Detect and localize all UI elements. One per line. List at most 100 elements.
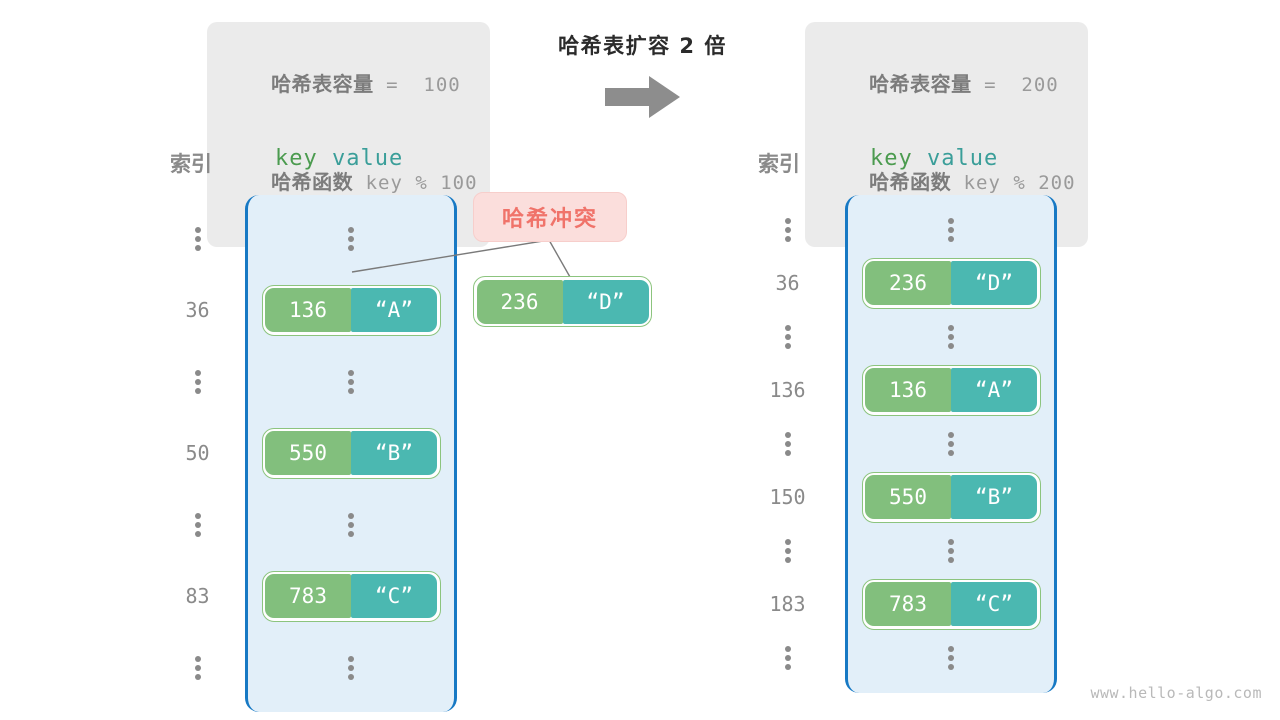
bucket-ellipsis — [248, 346, 454, 418]
value-cell: “B” — [951, 475, 1037, 520]
table-row: 783“C” — [248, 561, 454, 633]
index-label: 183 — [769, 592, 806, 617]
bucket-ellipsis — [848, 524, 1054, 578]
vertical-ellipsis-icon — [348, 224, 354, 254]
colliding-pair: 236 “D” — [473, 276, 652, 327]
key-cell: 550 — [265, 431, 351, 476]
index-ellipsis — [150, 203, 245, 275]
capacity-line-after: 哈希表容量 = 200 — [831, 36, 1062, 134]
key-value-pair: 783“C” — [861, 578, 1041, 630]
bucket-ellipsis — [248, 489, 454, 561]
index-ellipsis — [740, 417, 835, 471]
key-cell: 783 — [265, 574, 351, 619]
bucket-ellipsis — [848, 310, 1054, 364]
vertical-ellipsis-icon — [948, 429, 954, 459]
index-label: 83 — [185, 584, 210, 609]
value-cell: “A” — [951, 368, 1037, 413]
key-cell: 236 — [476, 279, 563, 324]
vertical-ellipsis-icon — [348, 367, 354, 397]
transition-title: 哈希表扩容 2 倍 — [558, 34, 727, 58]
value-cell: “C” — [951, 582, 1037, 627]
vertical-ellipsis-icon — [784, 643, 791, 673]
key-cell: 550 — [865, 475, 951, 520]
index-ellipsis — [150, 632, 245, 704]
watermark: www.hello-algo.com — [1090, 684, 1262, 702]
bucket-ellipsis — [248, 203, 454, 275]
table-row: 783“C” — [848, 578, 1054, 632]
index-label: 36 — [775, 271, 800, 296]
capacity-expression: = 200 — [971, 74, 1059, 97]
value-cell: “D” — [562, 279, 649, 324]
vertical-ellipsis-icon — [784, 322, 791, 352]
key-value-pair: 136“A” — [261, 284, 441, 336]
key-cell: 136 — [265, 288, 351, 333]
index-ellipsis — [740, 310, 835, 364]
index-label: 50 — [185, 441, 210, 466]
index-label: 150 — [769, 485, 806, 510]
index-label: 136 — [769, 378, 806, 403]
bucket-container-after: 236“D” 136“A” 550“B” 783“C” — [845, 195, 1057, 693]
table-row: 550“B” — [248, 418, 454, 490]
header-index-label: 索引 — [758, 152, 800, 176]
capacity-label: 哈希表容量 — [869, 72, 972, 97]
vertical-ellipsis-icon — [194, 653, 201, 683]
index-ellipsis — [740, 203, 835, 257]
key-value-pair: 236 “D” — [473, 276, 652, 327]
index-label: 36 — [185, 298, 210, 323]
key-value-pair: 783“C” — [261, 570, 441, 622]
table-row: 136“A” — [248, 275, 454, 347]
hash-function-line-before: 哈希函数 key % 100 — [233, 134, 476, 232]
hash-function-expression: key % 100 — [353, 171, 478, 194]
header-key-value-label: key value — [870, 146, 998, 171]
hash-function-line-after: 哈希函数 key % 200 — [831, 134, 1074, 232]
vertical-ellipsis-icon — [784, 536, 791, 566]
value-cell: “D” — [951, 261, 1037, 306]
bucket-container-before: 136“A” 550“B” 783“C” — [245, 195, 457, 712]
header-value-label: value — [332, 146, 404, 171]
bucket-ellipsis — [848, 203, 1054, 257]
hash-function-expression: key % 200 — [951, 171, 1076, 194]
capacity-label: 哈希表容量 — [271, 72, 374, 97]
bucket-ellipsis — [848, 631, 1054, 685]
capacity-expression: = 100 — [373, 74, 461, 97]
index-ellipsis — [740, 524, 835, 578]
vertical-ellipsis-icon — [784, 429, 791, 459]
key-value-pair: 236“D” — [861, 257, 1041, 309]
hash-function-label: 哈希函数 — [869, 169, 952, 194]
vertical-ellipsis-icon — [948, 536, 954, 566]
index-ellipsis — [150, 346, 245, 418]
header-key-label: key — [870, 146, 913, 171]
vertical-ellipsis-icon — [784, 215, 791, 245]
key-cell: 236 — [865, 261, 951, 306]
vertical-ellipsis-icon — [194, 224, 201, 254]
header-key-value-label: key value — [275, 146, 403, 171]
arrow-right-icon — [520, 74, 765, 124]
table-row: 236“D” — [848, 257, 1054, 311]
vertical-ellipsis-icon — [194, 510, 201, 540]
key-value-pair: 550“B” — [261, 427, 441, 479]
index-gutter-before: 36 50 83 — [150, 195, 245, 712]
index-ellipsis — [150, 489, 245, 561]
value-cell: “B” — [351, 431, 437, 476]
bucket-ellipsis — [248, 632, 454, 704]
table-row: 136“A” — [848, 364, 1054, 418]
key-cell: 136 — [865, 368, 951, 413]
key-cell: 783 — [865, 582, 951, 627]
table-row: 550“B” — [848, 471, 1054, 525]
key-value-pair: 136“A” — [861, 364, 1041, 416]
header-index-label: 索引 — [170, 152, 212, 176]
collision-badge: 哈希冲突 — [473, 192, 627, 242]
vertical-ellipsis-icon — [348, 510, 354, 540]
header-key-label: key — [275, 146, 318, 171]
vertical-ellipsis-icon — [194, 367, 201, 397]
index-gutter-after: 36 136 150 183 — [740, 195, 835, 693]
capacity-line-before: 哈希表容量 = 100 — [233, 36, 464, 134]
value-cell: “A” — [351, 288, 437, 333]
vertical-ellipsis-icon — [948, 215, 954, 245]
header-value-label: value — [927, 146, 999, 171]
key-value-pair: 550“B” — [861, 471, 1041, 523]
hash-function-label: 哈希函数 — [271, 169, 354, 194]
vertical-ellipsis-icon — [948, 322, 954, 352]
value-cell: “C” — [351, 574, 437, 619]
